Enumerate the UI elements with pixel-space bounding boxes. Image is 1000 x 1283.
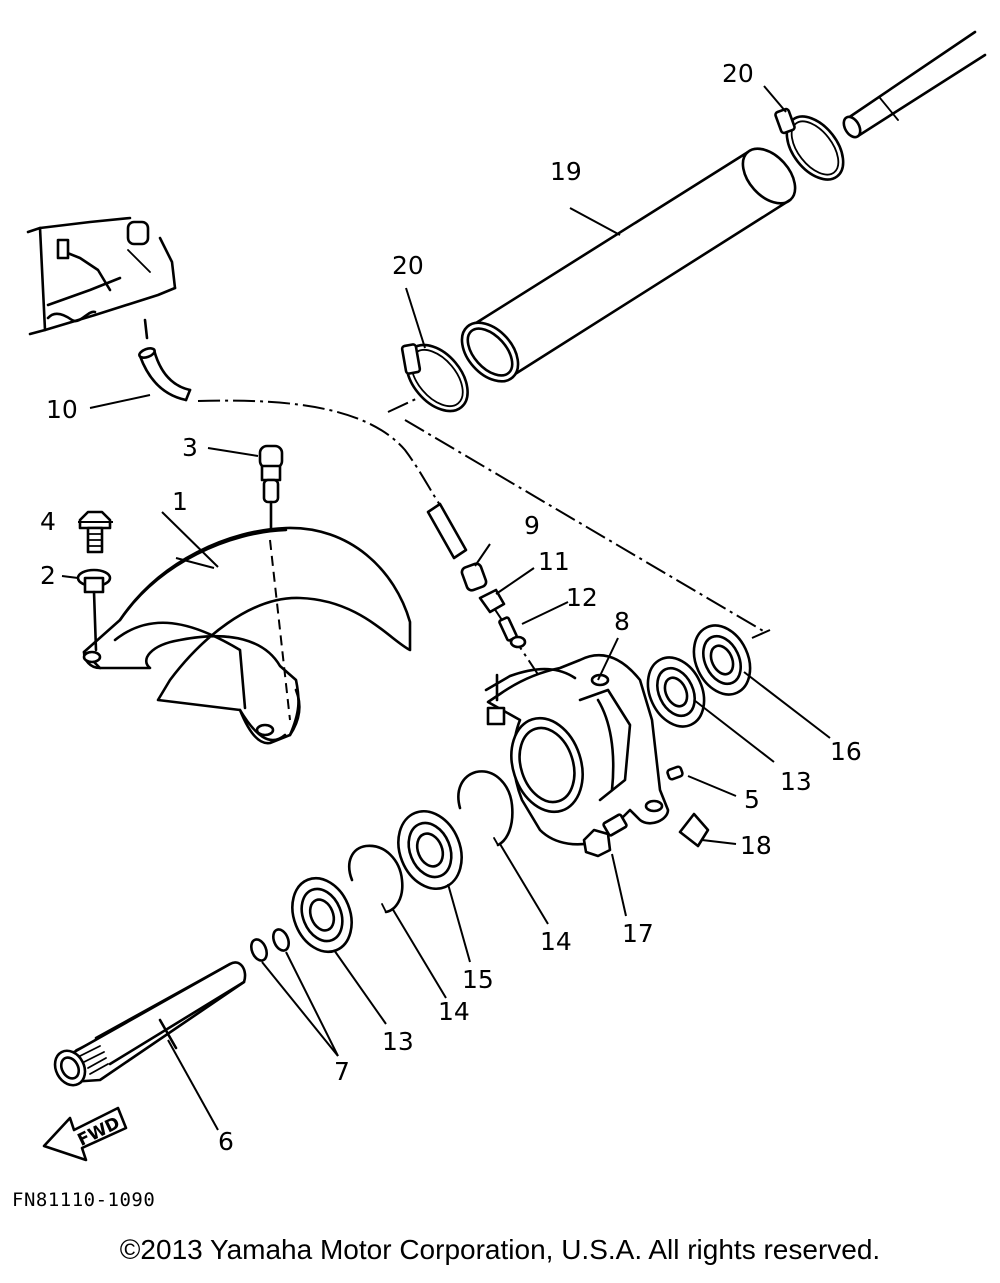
- bearing-13-right: [646, 656, 706, 728]
- callout-14-lower: 14: [438, 997, 470, 1026]
- callout-3: 3: [182, 433, 198, 462]
- callout-labels: 1 2 3 4 5 6 7 8 9 10 11 12 13 13 14 14 1…: [40, 59, 862, 1156]
- callout-18: 18: [740, 831, 772, 860]
- bearing-cover-1: [82, 526, 412, 745]
- callout-16: 16: [830, 737, 862, 766]
- hose-clamp-20-lower: [400, 343, 469, 413]
- callout-7: 7: [334, 1057, 350, 1086]
- o-rings-7: [250, 928, 290, 962]
- callout-13-lower: 13: [382, 1027, 414, 1056]
- hose-19: [460, 147, 797, 383]
- circlip-14-lower: [347, 844, 404, 914]
- callout-4: 4: [40, 507, 56, 536]
- callout-5: 5: [744, 785, 760, 814]
- callout-15: 15: [462, 965, 494, 994]
- callout-1: 1: [172, 487, 188, 516]
- clip-18: [678, 812, 710, 848]
- callout-6: 6: [218, 1127, 234, 1156]
- bearing-13-lower: [291, 876, 353, 954]
- callout-2: 2: [40, 561, 56, 590]
- shaft-6: [53, 961, 247, 1087]
- bolt-4: [78, 510, 112, 554]
- callout-11: 11: [538, 547, 570, 576]
- drive-shaft-end: [842, 30, 987, 139]
- copyright-notice: ©2013 Yamaha Motor Corporation, U.S.A. A…: [119, 1234, 881, 1265]
- callout-19: 19: [550, 157, 582, 186]
- callout-20-lower: 20: [392, 251, 424, 280]
- callout-20-upper: 20: [722, 59, 754, 88]
- callout-17: 17: [622, 919, 654, 948]
- plug-5: [666, 765, 684, 781]
- forward-arrow-icon: FWD: [42, 1106, 128, 1162]
- leader-lines: [61, 85, 831, 1131]
- bearing-housing-8: [484, 653, 670, 846]
- hose-piece: [426, 502, 468, 560]
- grease-nipple-3: [258, 444, 284, 530]
- circlip-14-upper: [457, 770, 514, 847]
- nipple-12: [498, 616, 527, 649]
- engine-bracket: [26, 216, 177, 340]
- bearing-16: [692, 624, 752, 696]
- hose-10: [138, 347, 192, 402]
- callout-10: 10: [46, 395, 78, 424]
- callout-9: 9: [524, 511, 540, 540]
- bolt-17: [582, 813, 628, 858]
- callout-12: 12: [566, 583, 598, 612]
- hose-clamp-20-upper: [774, 107, 845, 181]
- sleeve-9: [460, 562, 488, 592]
- bearing-15: [397, 809, 463, 891]
- callout-13-right: 13: [780, 767, 812, 796]
- callout-8: 8: [614, 607, 630, 636]
- drawing-code: FN81110-1090: [12, 1189, 155, 1211]
- nut-11: [478, 588, 506, 614]
- callout-14-upper: 14: [540, 927, 572, 956]
